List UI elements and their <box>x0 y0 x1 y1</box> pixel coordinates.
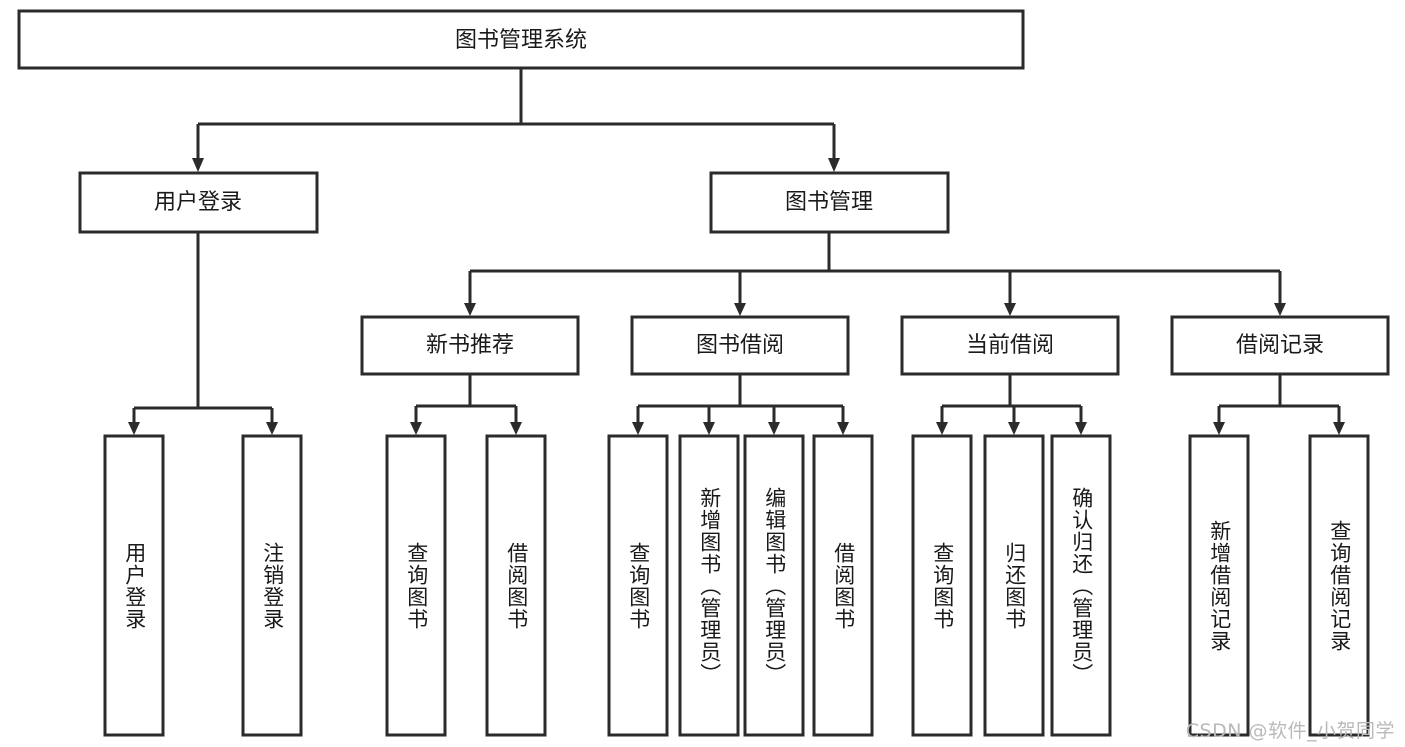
node-box-leaf-query-book-2[interactable] <box>607 434 669 737</box>
arrow-to-leaf-query-book-3 <box>936 422 948 435</box>
node-box-user-login[interactable] <box>78 171 319 234</box>
node-book-manage[interactable]: 图书管理 <box>709 171 950 234</box>
arrow-to-book-manage <box>828 158 840 172</box>
arrow-to-borrow-record <box>1274 303 1286 316</box>
arrow-to-new-book-recommend <box>464 303 476 316</box>
node-label-new-book-recommend: 新书推荐 <box>426 333 514 358</box>
node-box-leaf-borrow-book-2[interactable] <box>812 434 874 737</box>
node-box-leaf-query-book-1[interactable] <box>385 434 447 737</box>
node-label-root: 图书管理系统 <box>455 28 587 53</box>
arrow-to-book-borrow <box>734 303 746 316</box>
node-borrow-record[interactable]: 借阅记录 <box>1170 315 1390 376</box>
node-box-leaf-query-record[interactable] <box>1308 434 1370 737</box>
arrow-to-leaf-add-book <box>703 422 715 435</box>
leaf-box-group <box>103 434 1370 737</box>
arrow-to-leaf-query-book-2 <box>632 422 644 435</box>
node-box-leaf-return-book[interactable] <box>983 434 1045 737</box>
node-root[interactable]: 图书管理系统 <box>17 9 1025 70</box>
node-new-book-recommend[interactable]: 新书推荐 <box>360 315 580 376</box>
node-box-borrow-record[interactable] <box>1170 315 1390 376</box>
arrow-to-leaf-query-record <box>1333 422 1345 435</box>
node-box-leaf-query-book-3[interactable] <box>911 434 973 737</box>
csdn-watermark: CSDN @软件_小贺同学 <box>1185 720 1395 742</box>
arrow-to-leaf-return-book <box>1008 422 1020 435</box>
node-current-borrow[interactable]: 当前借阅 <box>900 315 1120 376</box>
node-box-leaf-borrow-book-1[interactable] <box>485 434 547 737</box>
node-box-root[interactable] <box>17 9 1025 70</box>
node-label-book-manage: 图书管理 <box>785 190 873 215</box>
arrow-to-leaf-user-logout <box>266 422 278 435</box>
arrow-to-user-login <box>192 158 204 172</box>
node-box-leaf-edit-book[interactable] <box>743 434 805 737</box>
arrow-to-leaf-query-book-1 <box>410 422 422 435</box>
node-user-login[interactable]: 用户登录 <box>78 171 319 234</box>
node-box-current-borrow[interactable] <box>900 315 1120 376</box>
node-book-borrow[interactable]: 图书借阅 <box>630 315 850 376</box>
node-box-leaf-user-logout[interactable] <box>241 434 303 737</box>
node-label-user-login: 用户登录 <box>154 190 242 215</box>
connector-group-user-login <box>128 232 278 435</box>
connector-group-book-manage <box>464 232 1286 316</box>
connector-group-borrow-record <box>1213 374 1345 435</box>
node-label-book-borrow: 图书借阅 <box>696 333 784 358</box>
connector-group-book-borrow <box>632 374 849 435</box>
node-box-book-borrow[interactable] <box>630 315 850 376</box>
node-box-leaf-confirm-return[interactable] <box>1050 434 1112 737</box>
node-label-borrow-record: 借阅记录 <box>1236 333 1324 358</box>
arrow-to-leaf-confirm-return <box>1075 422 1087 435</box>
node-label-current-borrow: 当前借阅 <box>966 333 1054 358</box>
connector-group-current-borrow <box>936 374 1087 435</box>
node-box-leaf-user-login[interactable] <box>103 434 165 737</box>
arrow-to-current-borrow <box>1004 303 1016 316</box>
arrow-to-leaf-borrow-book-2 <box>837 422 849 435</box>
connector-group-new-book-recommend <box>410 374 522 435</box>
node-box-book-manage[interactable] <box>709 171 950 234</box>
arrow-to-leaf-edit-book <box>768 422 780 435</box>
arrow-to-leaf-add-record <box>1213 422 1225 435</box>
node-box-new-book-recommend[interactable] <box>360 315 580 376</box>
connector-group-root <box>192 68 840 172</box>
node-box-leaf-add-record[interactable] <box>1188 434 1250 737</box>
node-box-leaf-add-book[interactable] <box>678 434 740 737</box>
arrow-to-leaf-borrow-book-1 <box>510 422 522 435</box>
arrow-to-leaf-user-login <box>128 422 140 435</box>
